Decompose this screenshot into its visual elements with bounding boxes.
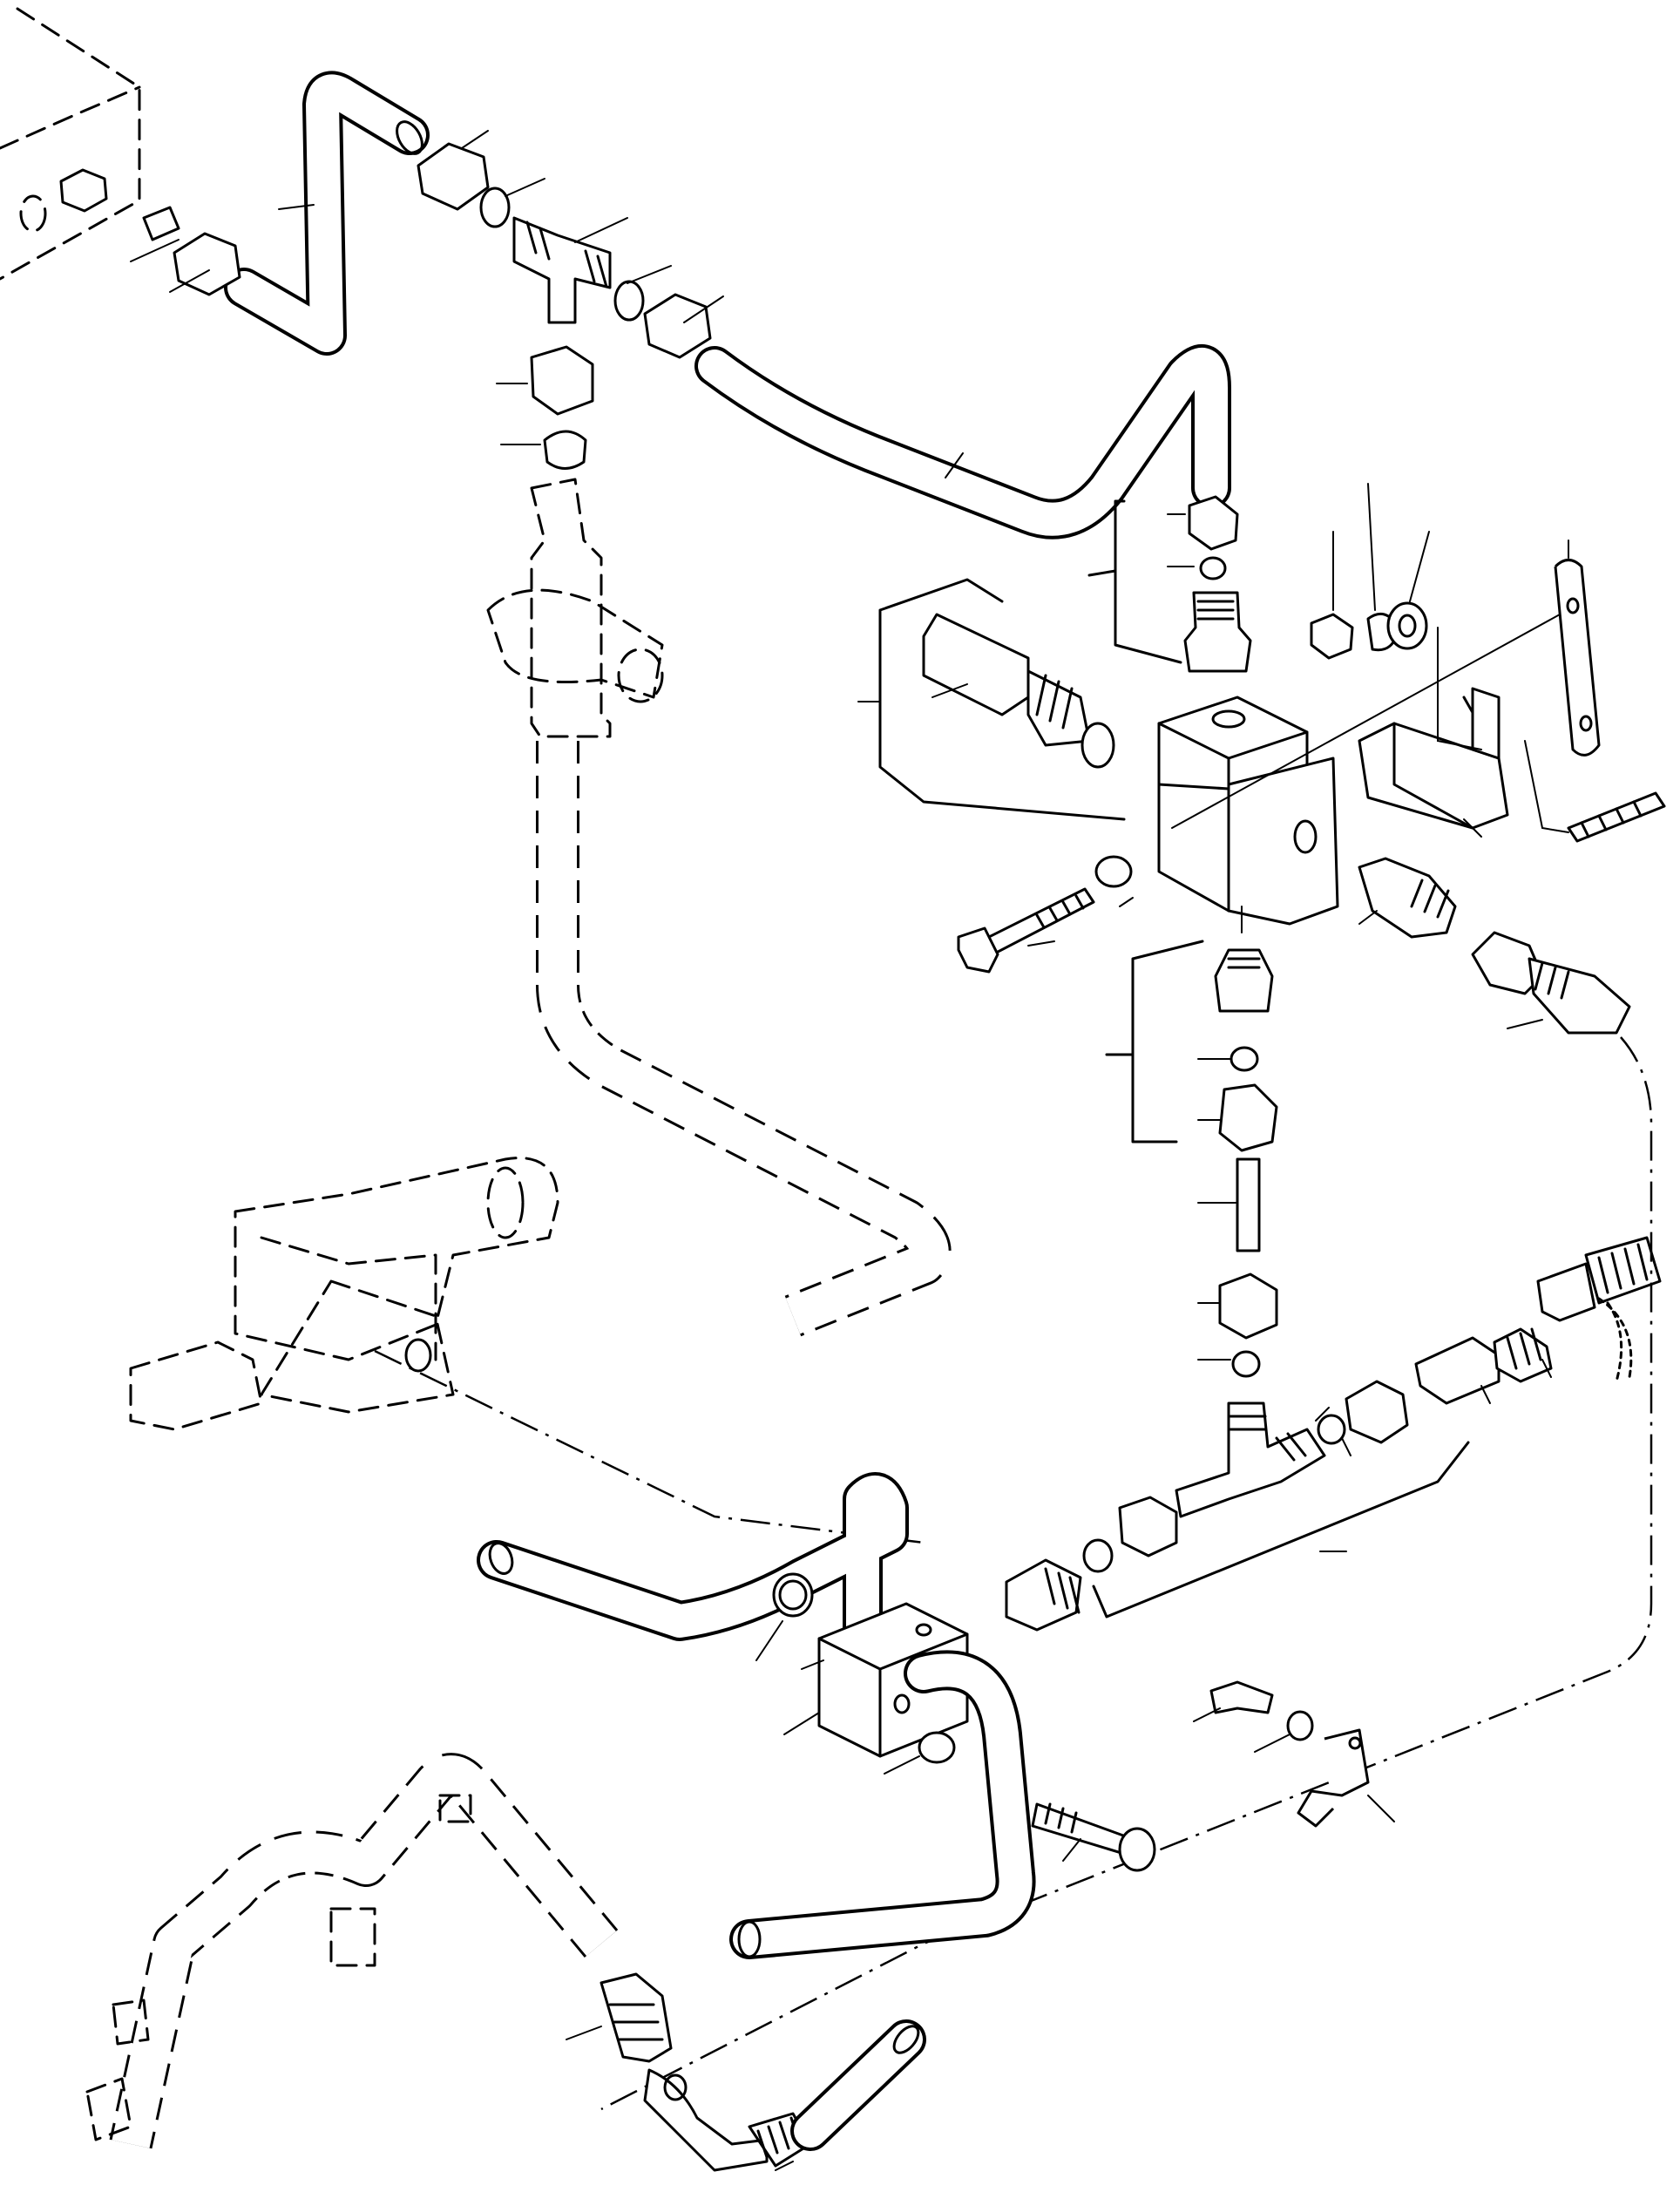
bolt-icon [1209,1680,1274,1714]
olive-icon [1230,1046,1259,1072]
washer-icon [918,1731,956,1764]
clip-hardware [1193,1680,1395,1828]
olive-icon [1317,1414,1346,1445]
nut-icon [1218,1083,1278,1152]
dashed-valve-assembly [486,478,952,1337]
upper-left-pipe [224,71,430,356]
plate-icon [1554,559,1601,757]
tee-icon [1175,1401,1326,1518]
stud-icon [1567,791,1666,843]
union-icon [1414,1336,1500,1405]
nut-icon [59,168,108,213]
lower-tee-assembly [1005,1236,1662,1632]
union-icon [1005,1558,1082,1632]
clip-icon [1297,1728,1370,1828]
relief-valve-cartridge [857,578,1126,821]
quick-coupler-icon [1536,1262,1596,1322]
nut-icon [173,232,241,296]
bracket-hardware [1171,483,1666,843]
nut-icon [417,142,490,211]
elbow-icon [643,2068,769,2172]
nut-icon [643,293,712,359]
upper-leader-lines [130,130,724,445]
upper-right-pipe [694,344,1231,540]
nut-icon [1118,1496,1178,1557]
olive-icon [479,187,511,228]
olive-icon [613,280,645,322]
olive-icon [1082,1538,1114,1573]
olive-icon [1199,556,1227,580]
tee-icon [512,216,612,324]
valve-side-fittings [1358,857,1631,1035]
pump-housing-outline [0,7,141,281]
olive-icon [1231,1350,1261,1378]
nut-icon [1345,1380,1409,1444]
lower-pipe-block [477,1472,1156,1959]
lower-dashed-pipe [85,1753,619,2149]
union-icon [1183,591,1252,673]
nut-icon [1310,613,1354,660]
valve-bolt [957,855,1134,974]
vertical-fitting-stack [1105,906,1278,1378]
upper-left-fittings [59,142,712,470]
union-icon [600,1972,673,2063]
nut-icon [530,345,594,416]
washer-icon [1286,1710,1314,1741]
union-icon [142,206,180,241]
union-icon [1214,948,1274,1013]
tube-icon [1236,1157,1261,1252]
union-icon [1358,857,1457,939]
washer-icon [1386,601,1428,650]
olive-icon [543,430,587,470]
bottom-hose-assembly [566,1972,926,2172]
washer-icon [1094,855,1133,888]
valve-block [1157,696,1339,926]
valve-top-fittings [1087,495,1252,673]
nut-icon [1218,1272,1278,1340]
nut-icon [1188,495,1239,551]
spool-valve-dashed [129,1157,559,1431]
